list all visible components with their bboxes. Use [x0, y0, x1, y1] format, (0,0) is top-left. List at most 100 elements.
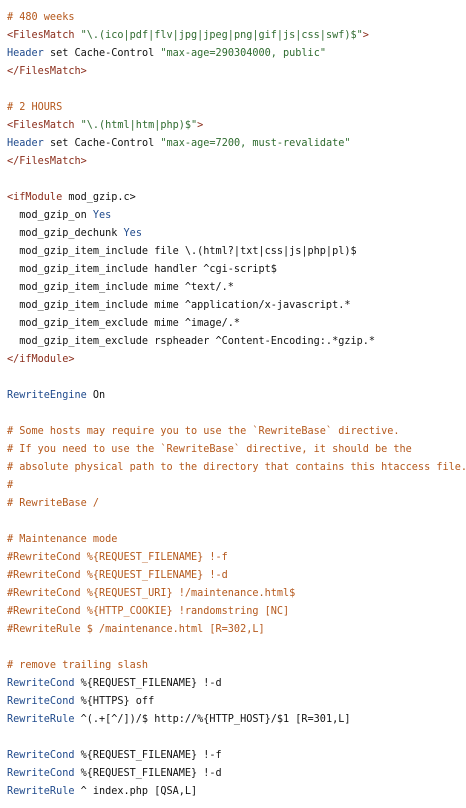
code-line: mod_gzip_item_exclude mime ^image/.*	[7, 315, 466, 333]
keyword-token: RewriteRule	[7, 714, 75, 725]
code-line: mod_gzip_item_include file \.(html?|txt|…	[7, 243, 466, 261]
comment-token: # Some hosts may require you to use the …	[7, 426, 400, 437]
tag-token: </FilesMatch>	[7, 156, 87, 167]
tag-token: <FilesMatch	[7, 120, 81, 131]
code-line: RewriteCond %{REQUEST_FILENAME} !-f	[7, 747, 466, 765]
plain-token: ^ index.php [QSA,L]	[74, 786, 198, 797]
plain-token: mod_gzip_item_exclude rspheader ^Content…	[7, 336, 376, 347]
code-line: RewriteRule ^ index.php [QSA,L]	[7, 783, 466, 801]
blank-line	[7, 171, 466, 189]
comment-token: #RewriteCond %{HTTP_COOKIE} !randomstrin…	[7, 606, 290, 617]
keyword-token: Header	[7, 48, 44, 59]
plain-token: %{REQUEST_FILENAME} !-f	[74, 750, 222, 761]
plain-token: mod_gzip_item_exclude mime ^image/.*	[7, 318, 241, 329]
code-line: mod_gzip_item_include mime ^application/…	[7, 297, 466, 315]
string-token: "max-age=290304000, public"	[160, 48, 326, 59]
keyword-token: RewriteRule	[7, 786, 75, 797]
code-line: <ifModule mod_gzip.c>	[7, 189, 466, 207]
tag-token: >	[362, 30, 369, 41]
code-line: Header set Cache-Control "max-age=7200, …	[7, 135, 466, 153]
comment-token: # remove trailing slash	[7, 660, 149, 671]
code-line: # Maintenance mode	[7, 531, 466, 549]
code-line: </ifModule>	[7, 351, 466, 369]
plain-token: On	[86, 390, 106, 401]
code-line: Header set Cache-Control "max-age=290304…	[7, 45, 466, 63]
comment-token: # absolute physical path to the director…	[7, 462, 466, 473]
blank-line	[7, 513, 466, 531]
code-line: #RewriteCond %{REQUEST_URI} !/maintenanc…	[7, 585, 466, 603]
code-line: </FilesMatch>	[7, 153, 466, 171]
code-line: # RewriteBase /	[7, 495, 466, 513]
blank-line	[7, 729, 466, 747]
keyword-token: Yes	[92, 210, 112, 221]
code-line: #RewriteCond %{HTTP_COOKIE} !randomstrin…	[7, 603, 466, 621]
comment-token: # If you need to use the `RewriteBase` d…	[7, 444, 412, 455]
plain-token: set Cache-Control	[43, 48, 161, 59]
comment-token: #RewriteRule $ /maintenance.html [R=302,…	[7, 624, 265, 635]
plain-token: mod_gzip_item_include handler ^cgi-scrip…	[7, 264, 277, 275]
code-line: RewriteCond %{HTTPS} off	[7, 693, 466, 711]
comment-token: #RewriteCond %{REQUEST_FILENAME} !-f	[7, 552, 228, 563]
blank-line	[7, 405, 466, 423]
plain-token: mod_gzip_on	[7, 210, 93, 221]
tag-token: <FilesMatch	[7, 30, 81, 41]
code-line: # 480 weeks	[7, 9, 466, 27]
comment-token: # 480 weeks	[7, 12, 75, 23]
plain-token: %{REQUEST_FILENAME} !-d	[74, 678, 222, 689]
keyword-token: RewriteCond	[7, 768, 75, 779]
plain-token: mod_gzip_dechunk	[7, 228, 124, 239]
keyword-token: Yes	[123, 228, 142, 239]
keyword-token: RewriteCond	[7, 696, 75, 707]
code-line: RewriteCond %{REQUEST_FILENAME} !-d	[7, 675, 466, 693]
code-line: # If you need to use the `RewriteBase` d…	[7, 441, 466, 459]
code-line: #RewriteRule $ /maintenance.html [R=302,…	[7, 621, 466, 639]
plain-token: ^(.+[^/])/$ http://%{HTTP_HOST}/$1 [R=30…	[74, 714, 351, 725]
blank-line	[7, 81, 466, 99]
blank-line	[7, 639, 466, 657]
code-line: mod_gzip_item_include handler ^cgi-scrip…	[7, 261, 466, 279]
code-line: RewriteCond %{REQUEST_FILENAME} !-d	[7, 765, 466, 783]
code-line: mod_gzip_item_exclude rspheader ^Content…	[7, 333, 466, 351]
comment-token: # RewriteBase /	[7, 498, 100, 509]
code-line: #RewriteCond %{REQUEST_FILENAME} !-d	[7, 567, 466, 585]
code-line: #	[7, 477, 466, 495]
plain-token: mod_gzip.c>	[62, 192, 136, 203]
tag-token: </ifModule>	[7, 354, 75, 365]
code-line: mod_gzip_dechunk Yes	[7, 225, 466, 243]
comment-token: #RewriteCond %{REQUEST_URI} !/maintenanc…	[7, 588, 296, 599]
plain-token: mod_gzip_item_include mime ^text/.*	[7, 282, 234, 293]
tag-token: <ifModule	[7, 192, 63, 203]
plain-token: set Cache-Control	[43, 138, 161, 149]
code-line: #RewriteCond %{REQUEST_FILENAME} !-f	[7, 549, 466, 567]
code-line: RewriteEngine On	[7, 387, 466, 405]
tag-token: >	[197, 120, 204, 131]
keyword-token: RewriteEngine	[7, 390, 87, 401]
keyword-token: Header	[7, 138, 44, 149]
code-line: </FilesMatch>	[7, 63, 466, 81]
plain-token: %{REQUEST_FILENAME} !-d	[74, 768, 222, 779]
plain-token: mod_gzip_item_include file \.(html?|txt|…	[7, 246, 357, 257]
code-line: <FilesMatch "\.(html|htm|php)$">	[7, 117, 466, 135]
code-line: # absolute physical path to the director…	[7, 459, 466, 477]
tag-token: </FilesMatch>	[7, 66, 87, 77]
string-token: "\.(ico|pdf|flv|jpg|jpeg|png|gif|js|css|…	[80, 30, 363, 41]
code-line: # remove trailing slash	[7, 657, 466, 675]
keyword-token: RewriteCond	[7, 678, 75, 689]
string-token: "\.(html|htm|php)$"	[80, 120, 198, 131]
comment-token: #	[7, 480, 14, 491]
code-line: <FilesMatch "\.(ico|pdf|flv|jpg|jpeg|png…	[7, 27, 466, 45]
code-line: mod_gzip_item_include mime ^text/.*	[7, 279, 466, 297]
plain-token: %{HTTPS} off	[74, 696, 155, 707]
plain-token: mod_gzip_item_include mime ^application/…	[7, 300, 351, 311]
code-line: # Some hosts may require you to use the …	[7, 423, 466, 441]
code-line: RewriteRule ^(.+[^/])/$ http://%{HTTP_HO…	[7, 711, 466, 729]
comment-token: # Maintenance mode	[7, 534, 118, 545]
blank-line	[7, 369, 466, 387]
comment-token: # 2 HOURS	[7, 102, 63, 113]
code-line: # 2 HOURS	[7, 99, 466, 117]
string-token: "max-age=7200, must-revalidate"	[160, 138, 351, 149]
keyword-token: RewriteCond	[7, 750, 75, 761]
code-line: mod_gzip_on Yes	[7, 207, 466, 225]
comment-token: #RewriteCond %{REQUEST_FILENAME} !-d	[7, 570, 228, 581]
